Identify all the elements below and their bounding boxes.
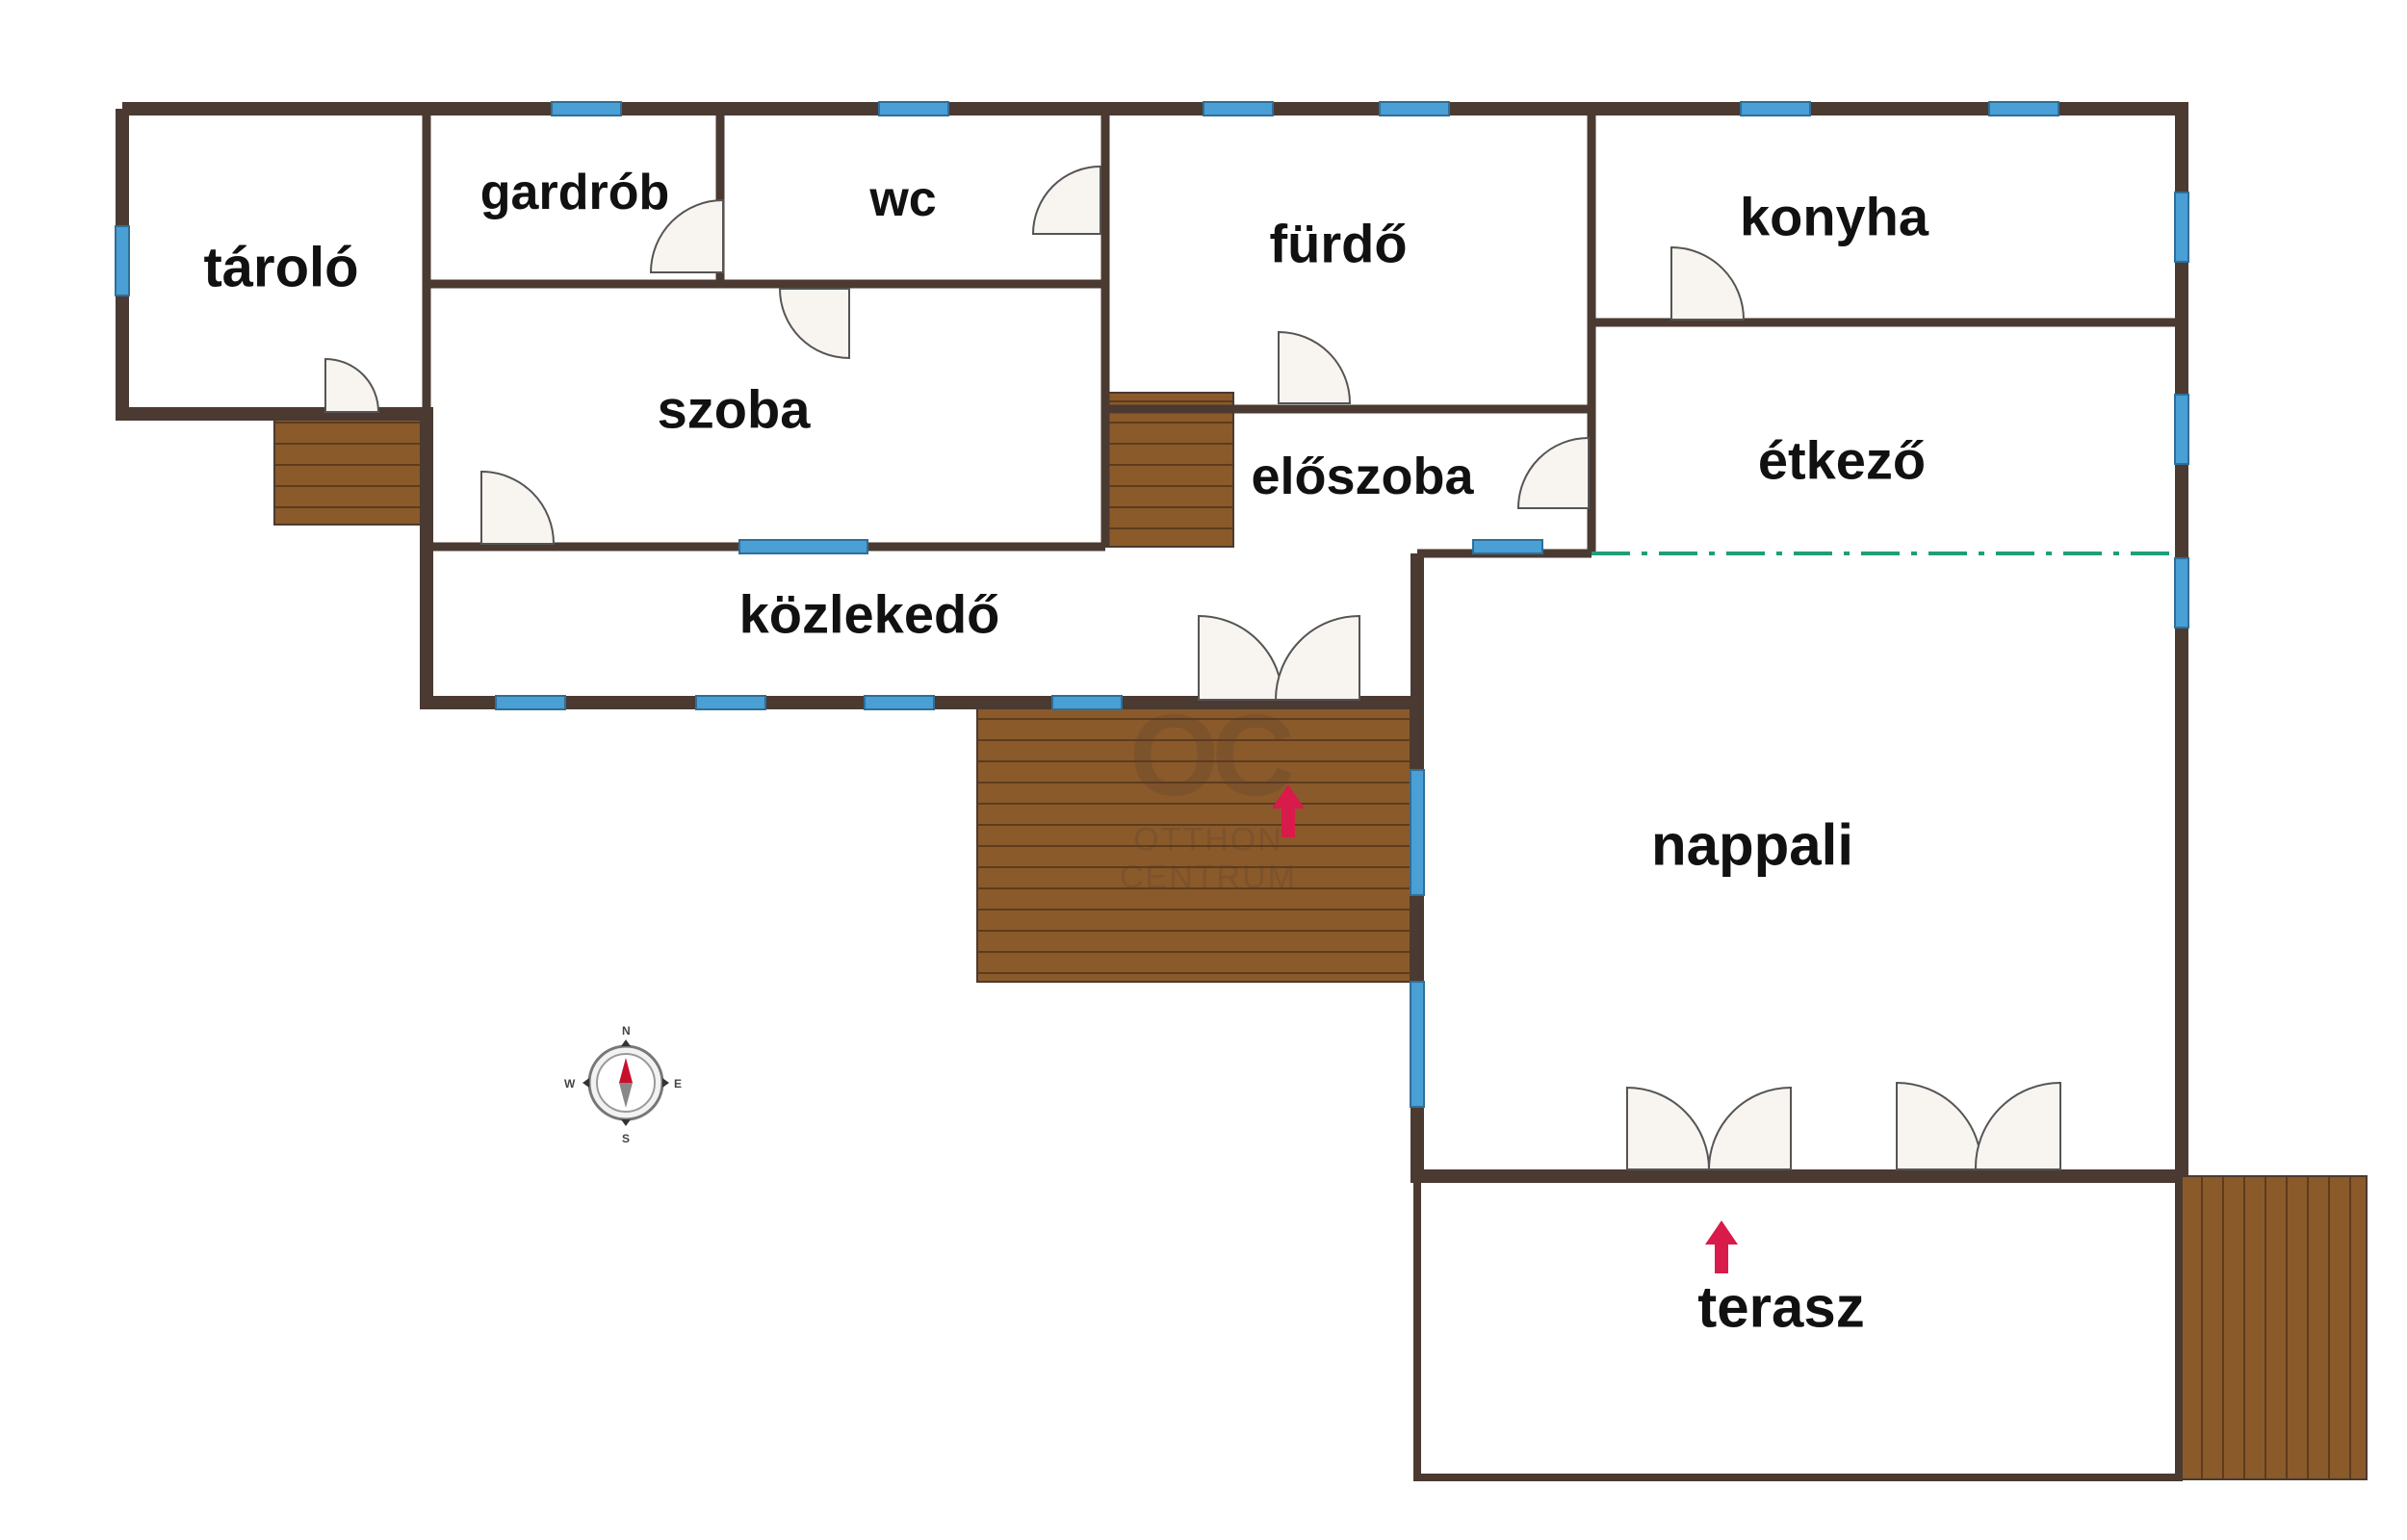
deck-furdo [1104, 392, 1234, 548]
room-label-eloszoba: előszoba [1251, 448, 1474, 505]
watermark-line1: OTTHON [1133, 821, 1283, 859]
room-label-etkezo: étkező [1757, 429, 1927, 491]
outer-walls [116, 102, 2188, 1183]
room-label-terasz: terasz [1697, 1274, 1865, 1340]
deck-tarolo [273, 416, 422, 526]
watermark-line2: CENTRUM [1120, 859, 1297, 896]
watermark-logo: OC [1129, 691, 1295, 820]
doors [324, 165, 1746, 545]
terasz-walls [1413, 1176, 2183, 1481]
deck-terasz-side [2178, 1175, 2368, 1480]
room-label-nappali: nappali [1650, 812, 1854, 878]
room-label-tarolo: tároló [203, 236, 359, 299]
compass-e: E [674, 1077, 682, 1091]
entrance-arrow-icon [1272, 784, 1305, 837]
room-label-konyha: konyha [1739, 186, 1929, 247]
terrace-arrow-icon [1705, 1220, 1738, 1273]
compass-icon: N S E W [564, 1024, 682, 1145]
room-label-furdo: fürdő [1269, 213, 1408, 274]
double-doors [1198, 614, 2061, 1170]
room-label-gardrob: gardrób [479, 165, 670, 220]
room-label-szoba: szoba [657, 378, 811, 440]
compass-w: W [564, 1077, 576, 1091]
compass-n: N [622, 1024, 631, 1038]
entry-arrows [1272, 784, 1738, 1273]
windows [115, 101, 2189, 1108]
room-label-kozlekedo: közlekedő [738, 583, 1000, 645]
room-label-wc: wc [869, 171, 937, 227]
compass-s: S [622, 1132, 630, 1145]
